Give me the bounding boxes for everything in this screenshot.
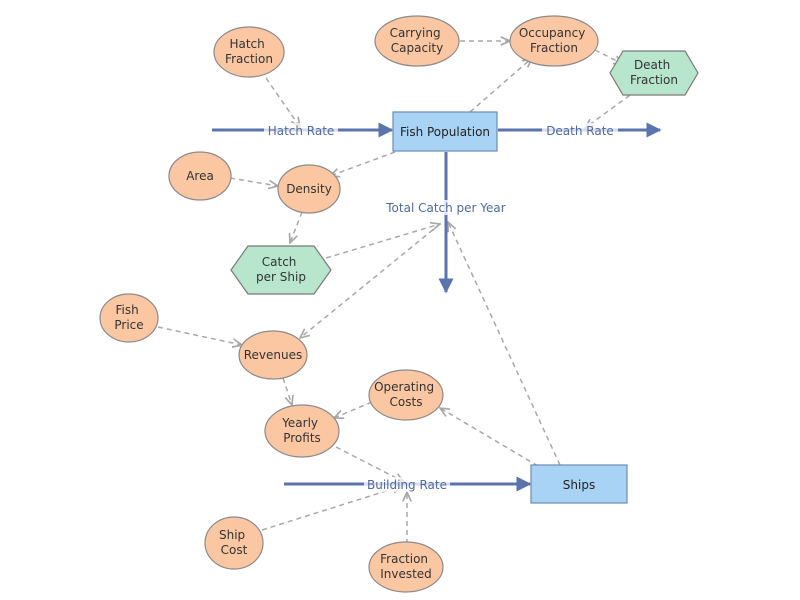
link-death-fraction-to-death-rate: [585, 89, 638, 128]
density-label: Density: [286, 182, 332, 196]
variable-carrying-capacity[interactable]: Carrying Capacity: [374, 15, 460, 67]
link-revenues-to-yearly-profits: [282, 377, 292, 405]
revenues-label: Revenues: [244, 348, 303, 362]
stock-ships[interactable]: Ships: [530, 464, 628, 504]
death-fraction-label: Death Fraction: [630, 58, 678, 87]
stock-fish-population[interactable]: Fish Population: [392, 111, 498, 152]
fish-price-label: Fish Price: [114, 303, 143, 332]
variable-fraction-invested[interactable]: Fraction Invested: [368, 541, 444, 593]
variable-density[interactable]: Density: [277, 164, 341, 214]
variable-fish-price[interactable]: Fish Price: [99, 293, 159, 343]
link-ships-to-total-catch: [448, 222, 561, 466]
link-operating-costs-to-yearly-profits: [334, 401, 373, 418]
hatch-rate-label: Hatch Rate: [268, 124, 335, 138]
death-rate-label: Death Rate: [546, 124, 614, 138]
link-ships-to-operating-costs: [440, 408, 539, 467]
variable-hatch-fraction[interactable]: Hatch Fraction: [213, 26, 285, 78]
link-fish-population-to-occupancy: [469, 58, 532, 113]
link-area-to-density: [229, 177, 278, 186]
ships-label: Ships: [563, 478, 595, 492]
variable-area[interactable]: Area: [168, 151, 232, 201]
hatch-fraction-label: Hatch Fraction: [225, 37, 273, 66]
converter-catch-per-ship[interactable]: Catch per Ship: [230, 245, 332, 295]
info-links: [157, 41, 638, 544]
total-catch-label: Total Catch per Year: [385, 201, 506, 215]
carrying-capacity-label: Carrying Capacity: [390, 26, 445, 55]
catch-per-ship-label: Catch per Ship: [256, 255, 306, 284]
variable-operating-costs[interactable]: Operating Costs: [368, 369, 444, 421]
yearly-profits-label: Yearly Profits: [281, 416, 322, 445]
fraction-invested-label: Fraction Invested: [380, 552, 432, 581]
link-fish-price-to-revenues: [157, 326, 242, 345]
link-total-catch-to-revenues: [300, 223, 441, 338]
variable-revenues[interactable]: Revenues: [238, 330, 308, 380]
link-ship-cost-to-building-rate: [261, 486, 402, 531]
variable-yearly-profits[interactable]: Yearly Profits: [264, 404, 340, 458]
area-label: Area: [186, 169, 214, 183]
operating-costs-label: Operating Costs: [374, 380, 438, 409]
ship-cost-label: Ship Cost: [219, 528, 249, 557]
building-rate-label: Building Rate: [367, 478, 447, 492]
fish-population-label: Fish Population: [400, 125, 490, 139]
variable-ship-cost[interactable]: Ship Cost: [204, 516, 264, 570]
occupancy-fraction-label: Occupancy Fraction: [519, 26, 589, 55]
link-density-to-catch-per-ship: [290, 211, 303, 243]
flow-labels: Hatch Rate Death Rate Total Catch per Ye…: [264, 123, 618, 492]
link-hatch-fraction-to-hatch-rate: [265, 77, 300, 127]
link-catch-per-ship-to-total-catch: [325, 224, 440, 259]
converter-death-fraction[interactable]: Death Fraction: [609, 50, 699, 96]
variable-occupancy-fraction[interactable]: Occupancy Fraction: [509, 15, 599, 67]
link-yearly-profits-to-building-rate: [335, 446, 404, 482]
link-fish-population-to-density: [330, 151, 396, 176]
